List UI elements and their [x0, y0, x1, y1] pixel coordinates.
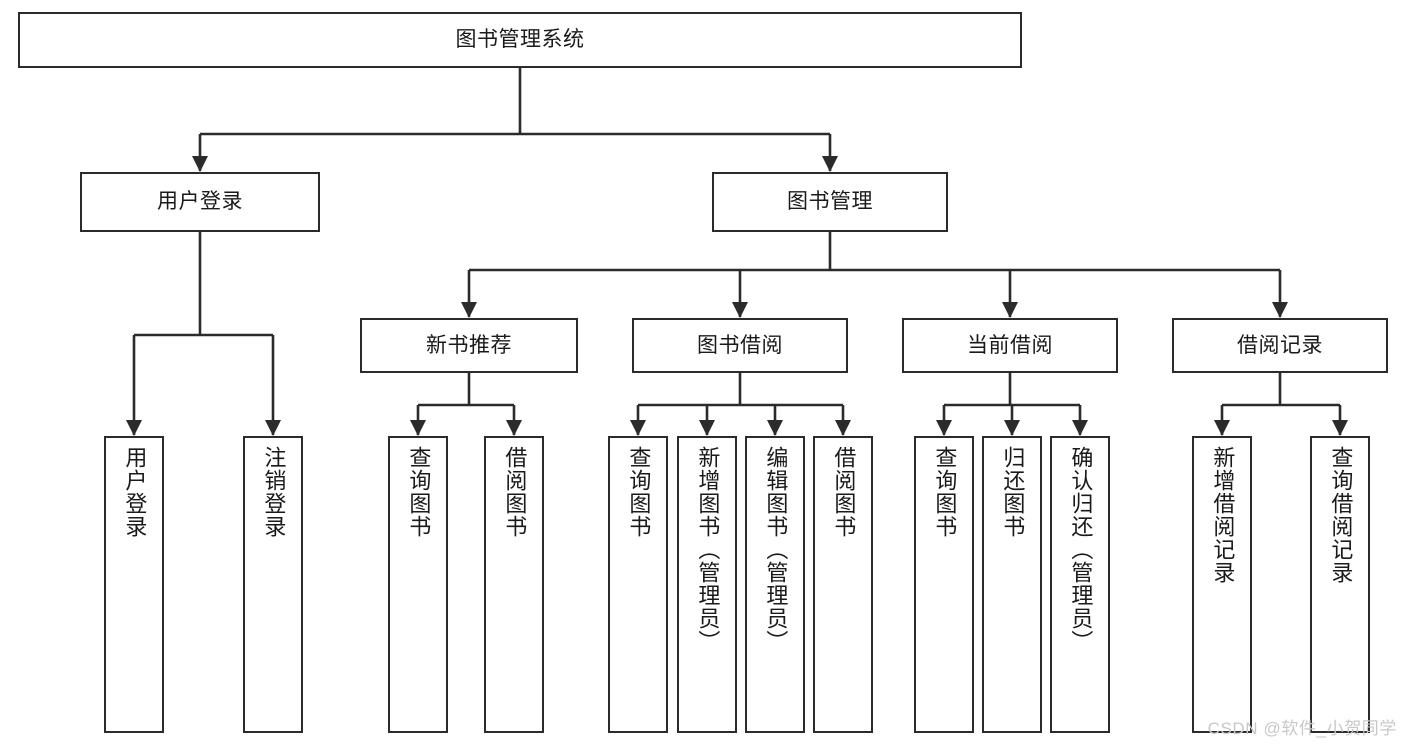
node-new-book-recommend-label: 新书推荐: [426, 333, 512, 357]
leaf-borrow-query-book-label: 查询图书: [626, 446, 652, 538]
leaf-current-query-book-label: 查询图书: [932, 446, 958, 538]
node-borrow-record-label: 借阅记录: [1237, 333, 1323, 357]
leaf-current-return-book[interactable]: 归还图书: [982, 436, 1042, 733]
leaf-record-add-label: 新增借阅记录: [1210, 446, 1236, 584]
leaf-record-add[interactable]: 新增借阅记录: [1192, 436, 1252, 733]
leaf-logout-label: 注销登录: [261, 446, 287, 538]
leaf-borrow-borrow-book[interactable]: 借阅图书: [813, 436, 873, 733]
node-book-borrow-label: 图书借阅: [697, 333, 783, 357]
node-user-login-label: 用户登录: [157, 190, 243, 214]
leaf-newbook-query-book-label: 查询图书: [406, 446, 432, 538]
leaf-newbook-borrow-book[interactable]: 借阅图书: [484, 436, 544, 733]
node-current-borrow-label: 当前借阅: [967, 333, 1053, 357]
node-user-login[interactable]: 用户登录: [80, 172, 320, 232]
node-borrow-record[interactable]: 借阅记录: [1172, 318, 1388, 373]
leaf-record-query[interactable]: 查询借阅记录: [1310, 436, 1370, 733]
leaf-user-login-label: 用户登录: [122, 446, 148, 538]
node-root[interactable]: 图书管理系统: [18, 12, 1022, 68]
leaf-current-query-book[interactable]: 查询图书: [914, 436, 974, 733]
leaf-borrow-borrow-book-label: 借阅图书: [831, 446, 857, 538]
leaf-logout[interactable]: 注销登录: [243, 436, 303, 733]
leaf-user-login[interactable]: 用户登录: [104, 436, 164, 733]
leaf-borrow-add-book[interactable]: 新增图书（管理员）: [677, 436, 737, 733]
leaf-current-return-book-label: 归还图书: [1000, 446, 1026, 538]
leaf-current-confirm-return-label: 确认归还（管理员）: [1068, 446, 1094, 653]
node-book-borrow[interactable]: 图书借阅: [632, 318, 848, 373]
leaf-newbook-borrow-book-label: 借阅图书: [502, 446, 528, 538]
node-new-book-recommend[interactable]: 新书推荐: [360, 318, 578, 373]
watermark: CSDN @软件_小贺同学: [1207, 719, 1397, 738]
node-current-borrow[interactable]: 当前借阅: [902, 318, 1118, 373]
leaf-newbook-query-book[interactable]: 查询图书: [388, 436, 448, 733]
leaf-record-query-label: 查询借阅记录: [1328, 446, 1354, 584]
leaf-current-confirm-return[interactable]: 确认归还（管理员）: [1050, 436, 1110, 733]
leaf-borrow-edit-book[interactable]: 编辑图书（管理员）: [745, 436, 805, 733]
leaf-borrow-add-book-label: 新增图书（管理员）: [695, 446, 721, 653]
node-book-management[interactable]: 图书管理: [712, 172, 948, 232]
leaf-borrow-edit-book-label: 编辑图书（管理员）: [763, 446, 789, 653]
node-root-label: 图书管理系统: [455, 28, 585, 52]
node-book-management-label: 图书管理: [787, 190, 873, 214]
leaf-borrow-query-book[interactable]: 查询图书: [608, 436, 668, 733]
